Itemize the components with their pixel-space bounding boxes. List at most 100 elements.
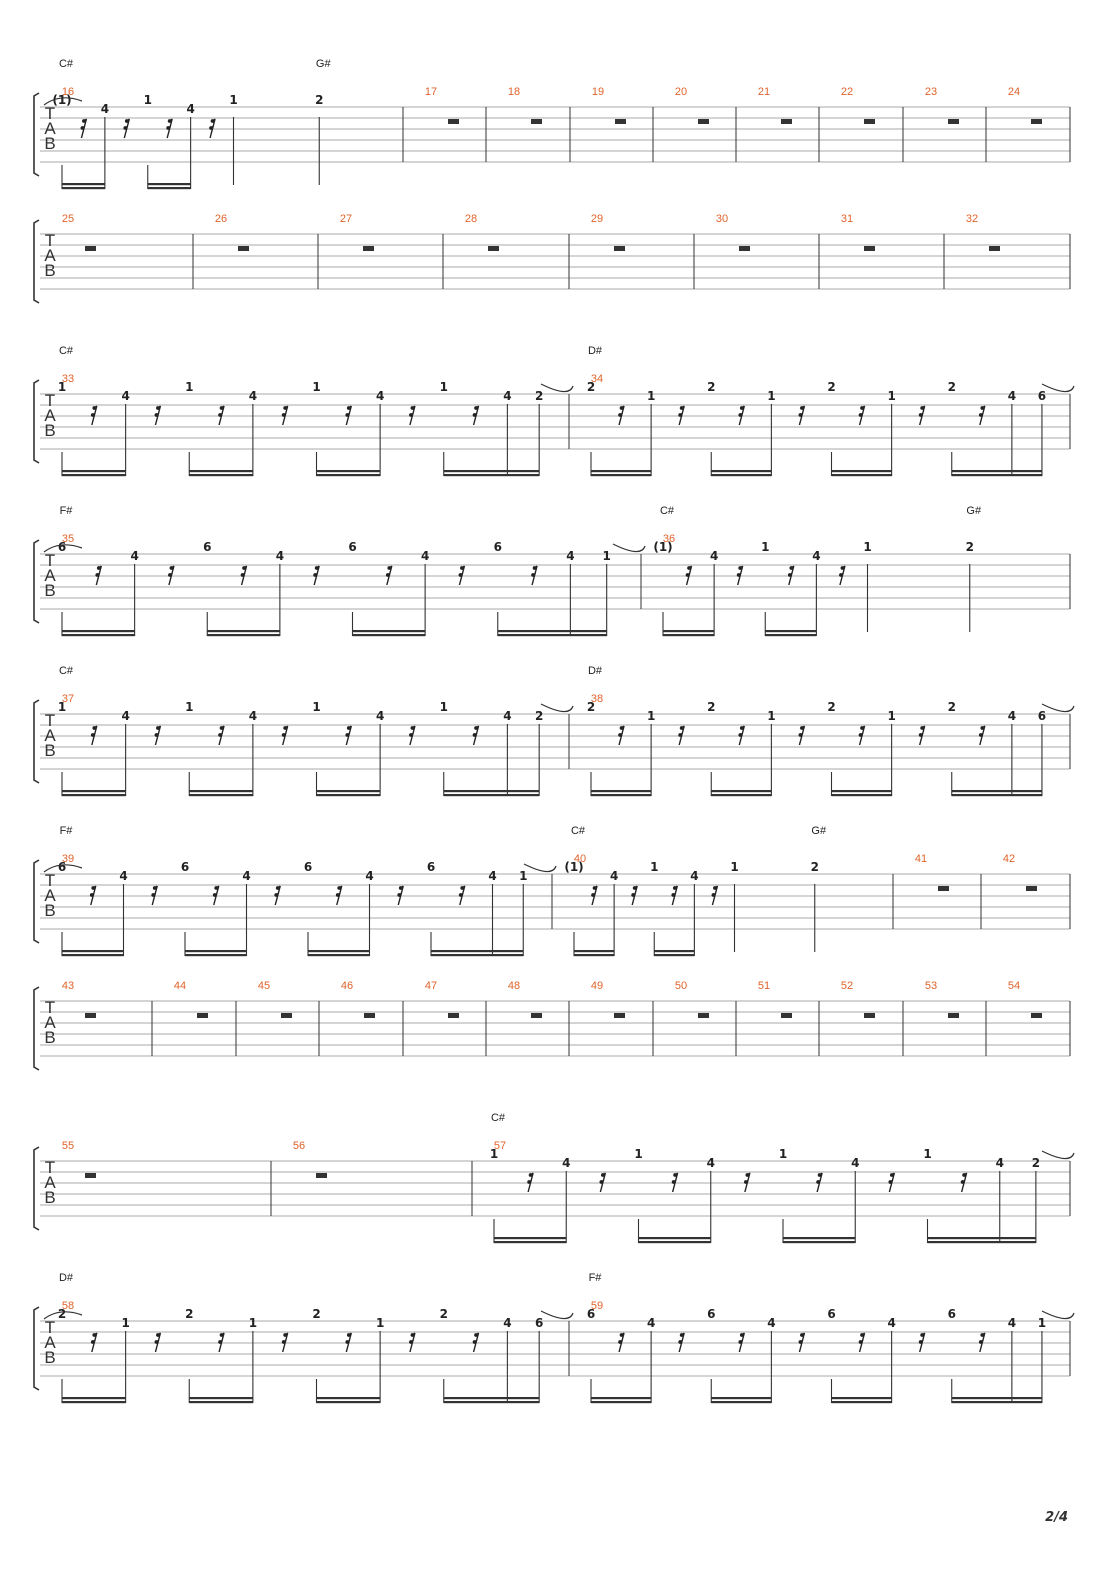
fret-number: 4 xyxy=(376,389,384,403)
beam xyxy=(783,1241,856,1244)
beam xyxy=(831,1397,892,1400)
fret-number: 2 xyxy=(440,1307,448,1321)
whole-rest xyxy=(85,246,96,251)
chord-symbol: F# xyxy=(60,505,74,517)
sixteenth-rest xyxy=(274,885,281,906)
beam xyxy=(62,790,126,793)
beam xyxy=(591,794,652,797)
measure-number: 32 xyxy=(966,213,978,225)
tab-clef-letter: T xyxy=(45,1158,55,1177)
measure-number: 27 xyxy=(340,213,352,225)
sixteenth-rest xyxy=(798,405,806,426)
fret-number: 4 xyxy=(812,549,820,563)
sixteenth-rest xyxy=(90,725,98,746)
sixteenth-rest xyxy=(918,405,926,426)
beam xyxy=(185,954,247,957)
tab-clef-letter: A xyxy=(44,119,56,138)
fret-number: 2 xyxy=(587,700,595,714)
whole-rest xyxy=(448,1013,459,1018)
measure-number: 56 xyxy=(293,1140,305,1152)
measure: 18 xyxy=(508,86,542,124)
sixteenth-rest xyxy=(978,725,986,746)
sixteenth-rest xyxy=(858,725,866,746)
measure-number: 49 xyxy=(591,980,603,992)
fret-number: 2 xyxy=(948,700,956,714)
whole-rest xyxy=(85,1173,96,1178)
beam xyxy=(62,183,105,186)
tie xyxy=(1041,1150,1075,1160)
measure: 42 xyxy=(1003,853,1037,891)
sixteenth-rest xyxy=(618,725,625,746)
fret-number: 1 xyxy=(603,549,611,563)
fret-number: 1 xyxy=(144,93,152,107)
fret-number: 6 xyxy=(535,1316,543,1330)
system-bracket xyxy=(33,1146,40,1231)
measure-number: 51 xyxy=(758,980,770,992)
measure: 17 xyxy=(425,86,459,124)
tab-clef-letter: T xyxy=(45,998,55,1017)
whole-rest xyxy=(698,1013,709,1018)
fret-number: 4 xyxy=(249,389,257,403)
fret-number: 1 xyxy=(490,1147,498,1161)
whole-rest xyxy=(614,246,625,251)
tie xyxy=(540,1310,574,1320)
chord-symbol: D# xyxy=(588,345,603,357)
whole-rest xyxy=(448,119,459,124)
system-bracket xyxy=(33,379,40,464)
fret-number: 4 xyxy=(421,549,429,563)
fret-number: 1 xyxy=(730,860,738,874)
fret-number: 6 xyxy=(58,860,66,874)
fret-number: 2 xyxy=(58,1307,66,1321)
measure: 54 xyxy=(1008,980,1042,1018)
fret-number: 2 xyxy=(1032,1156,1040,1170)
tab-clef-letter: A xyxy=(44,886,56,905)
beam xyxy=(189,470,253,473)
fret-number: 2 xyxy=(707,380,715,394)
fret-number: 1 xyxy=(312,700,320,714)
tie xyxy=(43,97,83,106)
sixteenth-rest xyxy=(209,118,216,139)
beam xyxy=(62,1401,126,1404)
fret-number: 4 xyxy=(996,1156,1004,1170)
measure: 47 xyxy=(425,980,459,1018)
measure-number: 21 xyxy=(758,86,770,98)
beam xyxy=(638,1241,711,1244)
beam xyxy=(189,790,253,793)
sixteenth-rest xyxy=(168,565,175,586)
measure: 28 xyxy=(465,213,499,251)
sixteenth-rest xyxy=(281,725,289,746)
tab-clef-letter: B xyxy=(44,1188,55,1207)
whole-rest xyxy=(363,246,374,251)
fret-number: 4 xyxy=(242,869,250,883)
chord-symbol: D# xyxy=(588,665,603,677)
measure: 21 xyxy=(758,86,792,124)
sixteenth-rest xyxy=(671,885,678,906)
sixteenth-rest xyxy=(472,1332,480,1353)
measure: 46 xyxy=(341,980,375,1018)
measure-number: 28 xyxy=(465,213,477,225)
beam xyxy=(711,474,772,477)
beam xyxy=(663,634,715,637)
sixteenth-rest xyxy=(472,725,480,746)
fret-number: 4 xyxy=(119,869,127,883)
tab-clef-letter: B xyxy=(44,581,55,600)
beam xyxy=(951,474,1042,477)
beam xyxy=(62,634,135,637)
whole-rest xyxy=(864,1013,875,1018)
sixteenth-rest xyxy=(154,725,162,746)
fret-number: 4 xyxy=(503,1316,511,1330)
measure: 24 xyxy=(1008,86,1042,124)
whole-rest xyxy=(1031,119,1042,124)
whole-rest xyxy=(364,1013,375,1018)
chord-symbol: F# xyxy=(589,1272,603,1284)
fret-number: 1 xyxy=(229,93,237,107)
